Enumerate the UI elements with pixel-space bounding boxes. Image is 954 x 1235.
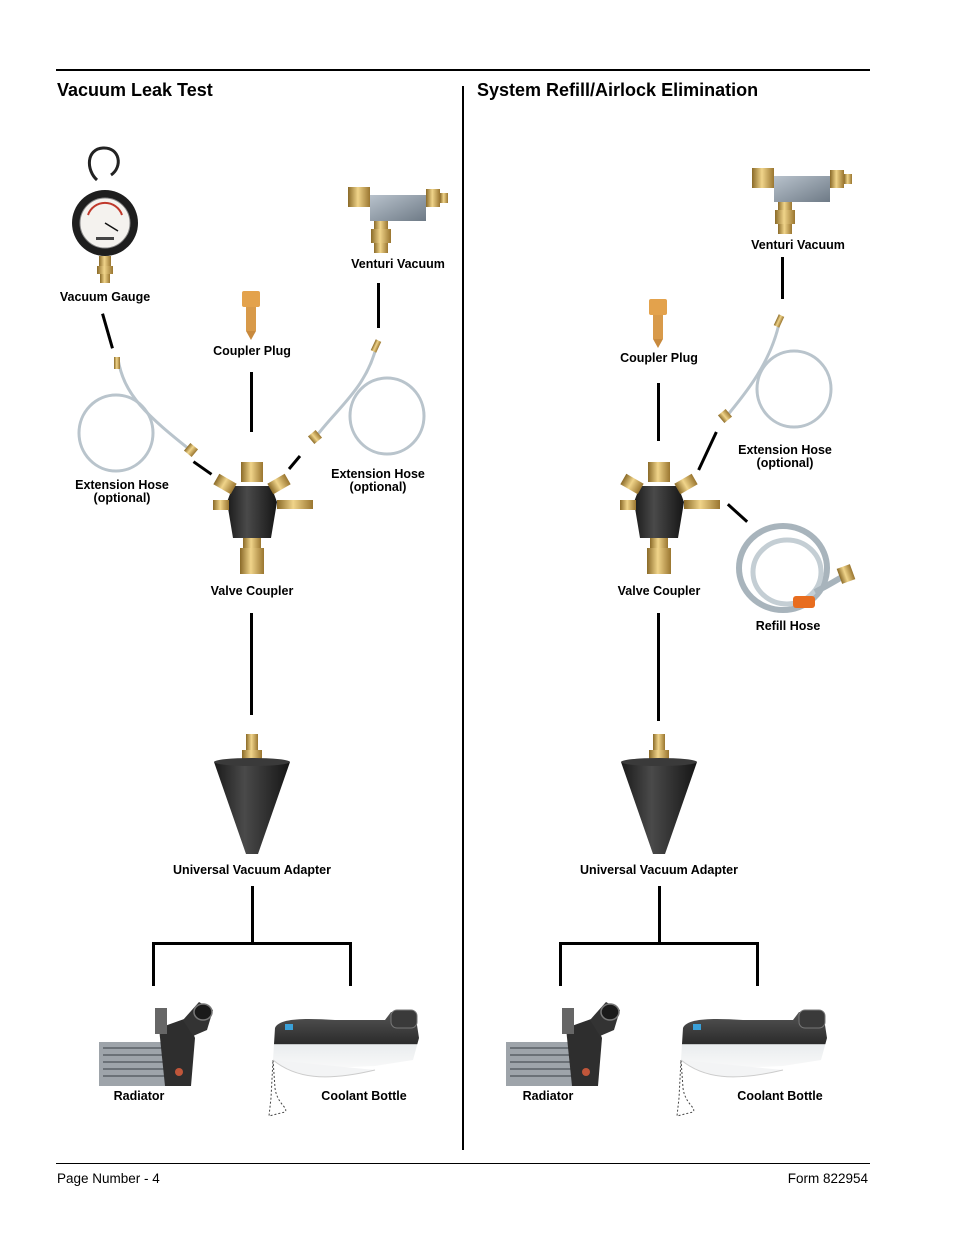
- form-number: Form 822954: [787, 1171, 868, 1186]
- label-extension-hose-right: Extension Hose (optional): [331, 468, 425, 494]
- extension-hose-right-image: [307, 339, 426, 456]
- venturi-vacuum-right-image: [752, 168, 852, 234]
- tree-stem-left: [251, 886, 254, 944]
- label-radiator-left: Radiator: [113, 1089, 165, 1103]
- label-venturi-vacuum-left: Venturi Vacuum: [351, 257, 445, 271]
- connector-gauge: [101, 313, 114, 349]
- bottom-rule: [56, 1163, 870, 1164]
- left-panel-title: Vacuum Leak Test: [57, 80, 213, 100]
- label-coupler-plug-right: Coupler Plug: [620, 351, 698, 365]
- connector-valve-adapter-left: [250, 613, 253, 715]
- venturi-vacuum-image: [348, 187, 448, 253]
- radiator-left-image: [99, 1002, 213, 1086]
- universal-vacuum-adapter-left-image: [214, 734, 290, 854]
- label-valve-coupler-left: Valve Coupler: [210, 584, 294, 598]
- label-coolant-bottle-left: Coolant Bottle: [321, 1089, 407, 1103]
- tree-bar-left: [152, 942, 352, 945]
- top-rule: [56, 69, 870, 71]
- label-extension-hose-left-line1: Extension Hose: [75, 478, 169, 492]
- label-venturi-vacuum-right: Venturi Vacuum: [751, 238, 845, 252]
- connector-valve-adapter-right: [657, 613, 660, 721]
- page-number: Page Number - 4: [57, 1171, 160, 1186]
- extension-hose-right-panel-image: [717, 314, 833, 429]
- coupler-plug-image: [242, 291, 260, 340]
- valve-coupler-right-image: [620, 462, 720, 574]
- connector-refill-hose: [726, 503, 749, 523]
- tree-drop-bottle-right: [756, 942, 759, 986]
- label-extension-hose-right-panel-line1: Extension Hose: [738, 443, 832, 457]
- connector-coupler-plug-left: [250, 372, 253, 432]
- tree-drop-bottle-left: [349, 942, 352, 986]
- label-universal-vacuum-adapter-left: Universal Vacuum Adapter: [173, 863, 331, 877]
- vacuum-gauge-image: [72, 146, 138, 283]
- label-valve-coupler-right: Valve Coupler: [617, 584, 701, 598]
- label-coupler-plug-left: Coupler Plug: [213, 344, 291, 358]
- coolant-bottle-left-image: [268, 1009, 419, 1117]
- label-refill-hose: Refill Hose: [755, 619, 821, 633]
- label-extension-hose-right-line2: (optional): [349, 480, 407, 494]
- right-panel-title: System Refill/Airlock Elimination: [477, 80, 759, 100]
- label-radiator-right: Radiator: [522, 1089, 574, 1103]
- connector-venturi-left: [377, 283, 380, 328]
- tree-drop-radiator-left: [152, 942, 155, 986]
- center-divider: [462, 86, 464, 1150]
- tree-bar-right: [559, 942, 759, 945]
- connector-venturi-right: [781, 257, 784, 299]
- radiator-right-image: [506, 1002, 620, 1086]
- label-coolant-bottle-right: Coolant Bottle: [737, 1089, 823, 1103]
- refill-hose-image: [736, 523, 856, 613]
- label-extension-hose-left-line2: (optional): [93, 491, 151, 505]
- connector-coupler-plug-right: [657, 383, 660, 441]
- coupler-plug-right-image: [649, 299, 667, 348]
- universal-vacuum-adapter-right-image: [621, 734, 697, 854]
- valve-coupler-left-image: [213, 462, 313, 574]
- extension-hose-left-image: [77, 357, 199, 473]
- tree-stem-right: [658, 886, 661, 944]
- label-extension-hose-right-line1: Extension Hose: [331, 467, 425, 481]
- label-universal-vacuum-adapter-right: Universal Vacuum Adapter: [580, 863, 738, 877]
- label-extension-hose-left: Extension Hose (optional): [75, 479, 169, 505]
- coolant-bottle-right-image: [676, 1009, 827, 1117]
- label-vacuum-gauge: Vacuum Gauge: [59, 290, 151, 304]
- tree-drop-radiator-right: [559, 942, 562, 986]
- label-extension-hose-right-panel: Extension Hose (optional): [738, 444, 832, 470]
- label-extension-hose-right-panel-line2: (optional): [756, 456, 814, 470]
